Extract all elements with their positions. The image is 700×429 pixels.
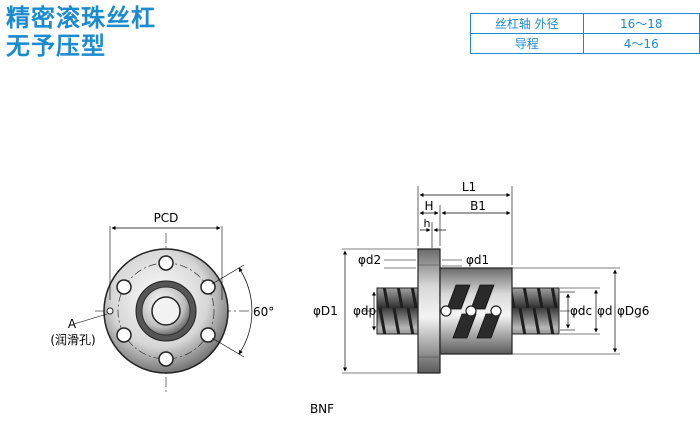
spec-row: 丝杠轴 外径 16～18 xyxy=(470,13,700,34)
d-label: φd xyxy=(597,304,613,318)
bolt-hole xyxy=(158,255,174,271)
d1-label: φd1 xyxy=(466,253,489,267)
h-small-label: h xyxy=(424,217,431,230)
bolt-hole xyxy=(200,327,216,343)
dp-label: φdp xyxy=(353,304,376,318)
h-label: H xyxy=(424,199,433,213)
screw-shaft-right xyxy=(511,287,560,335)
pcd-label: PCD xyxy=(154,211,179,225)
dc-label: φdc xyxy=(570,304,592,318)
Dg6-label: φDg6 xyxy=(617,304,649,318)
shaft-bore xyxy=(151,296,181,326)
lube-hole-label: A xyxy=(68,317,77,331)
spec-table: 丝杠轴 外径 16～18 导程 4～16 xyxy=(470,13,700,54)
bolt-holes xyxy=(116,255,216,367)
bolt-hole xyxy=(116,327,132,343)
page-title: 精密滚珠丝杠 无予压型 xyxy=(6,4,156,60)
D1-label: φD1 xyxy=(313,304,338,318)
angle-ray-2 xyxy=(211,337,245,358)
d2-label: φd2 xyxy=(358,253,381,267)
bolt-hole xyxy=(200,279,216,295)
screw-shaft-left xyxy=(376,287,421,335)
ball xyxy=(440,305,452,317)
l1-label: L1 xyxy=(462,180,476,194)
b1-label: B1 xyxy=(470,199,486,213)
bolt-hole xyxy=(158,351,174,367)
nut-flange xyxy=(417,248,441,374)
lube-hole-note: (润滑孔) xyxy=(50,333,95,347)
bolt-hole xyxy=(116,279,132,295)
spec-key: 导程 xyxy=(470,33,584,54)
spec-row: 导程 4～16 xyxy=(470,33,700,54)
spec-value: 4～16 xyxy=(582,33,700,54)
figure-caption: BNF xyxy=(310,402,334,416)
angle-ray-1 xyxy=(211,264,245,285)
ball-slot xyxy=(446,284,471,310)
ball-slot xyxy=(470,284,495,310)
front-view: PCD 60° A (润滑孔) xyxy=(50,211,274,392)
title-line-2: 无予压型 xyxy=(6,32,106,60)
ball xyxy=(465,305,477,317)
lube-hole xyxy=(106,307,114,315)
lube-hole-leader xyxy=(73,313,108,325)
ball xyxy=(490,305,502,317)
side-view: L1 H B1 h φd2 φd1 φD1 φdp φdc xyxy=(313,180,649,374)
angle-arc xyxy=(238,267,253,355)
title-line-1: 精密滚珠丝杠 xyxy=(6,4,156,32)
spec-key: 丝杠轴 外径 xyxy=(470,13,584,34)
angle-label: 60° xyxy=(253,305,274,319)
ball-slots xyxy=(446,284,501,339)
